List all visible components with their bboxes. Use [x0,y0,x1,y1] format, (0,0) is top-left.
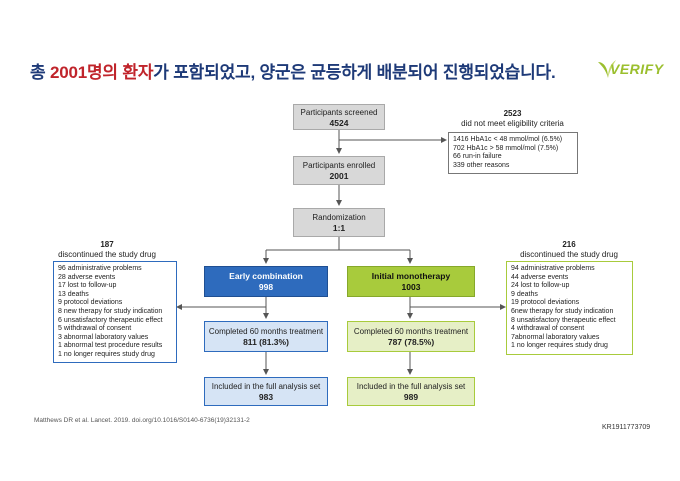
randomization-box: Randomization 1:1 [293,208,385,237]
list-item: 17 lost to follow-up [58,282,117,290]
list-item: 9 deaths [511,290,538,298]
randomization-label: Randomization [312,213,366,222]
list-item: 24 lost to follow-up [511,282,570,290]
screened-label: Participants screened [300,108,378,117]
randomization-ratio: 1:1 [332,223,346,233]
list-item: 702 HbA1c > 58 mmol/mol (7.5%) [453,144,559,152]
participants-screened-box: Participants screened 4524 [293,104,385,130]
left-arm-label: Early combination [229,271,303,281]
right-discontinued-value: 216 [562,240,576,249]
right-discontinued-header: 216 discontinued the study drug [496,240,642,260]
right-completed-label: Completed 60 months treatment [353,327,469,336]
early-combination-arm-box: Early combination 998 [204,266,328,297]
list-item: 94 administrative problems [511,265,595,272]
list-item: 3 abnormal laboratory values [58,333,149,341]
page-title: 총 2001명의 환자가 포함되었고, 양군은 균등하게 배분되어 진행되었습니… [30,58,556,83]
list-item: 44 adverse events [511,273,569,281]
list-item: 28 adverse events [58,273,116,281]
left-completed-box: Completed 60 months treatment 811 (81.3%… [204,321,328,352]
logo-text: VERIFY [610,61,664,77]
list-item: 9 protocol deviations [58,299,123,307]
excluded-value: 2523 [503,109,522,118]
list-item: 5 withdrawal of consent [58,325,132,333]
right-analysis-label: Included in the full analysis set [356,382,466,391]
enrolled-label: Participants enrolled [302,161,376,170]
list-item: 1 no longer requires study drug [511,342,608,350]
citation: Matthews DR et al. Lancet. 2019. doi.org… [34,417,250,424]
document-code: KR1911773709 [602,424,651,431]
left-discontinued-list: 96 administrative problems 28 adverse ev… [53,261,177,363]
title-suffix: 가 포함되었고, 양군은 균등하게 배분되어 진행되었습니다. [153,63,556,82]
list-item: 8 new therapy for study indication [58,307,163,315]
list-item: 13 deaths [58,290,89,298]
list-item: 1 no longer requires study drug [58,350,155,358]
excluded-reasons-list: 1416 HbA1c < 48 mmol/mol (6.5%) 702 HbA1… [448,132,578,174]
excluded-header: 2523 did not meet eligibility criteria [445,109,580,129]
left-analysis-box: Included in the full analysis set 983 [204,377,328,406]
excluded-label: did not meet eligibility criteria [461,119,564,128]
enrolled-value: 2001 [329,171,349,181]
left-discontinued-value: 187 [100,240,114,249]
list-item: 8 unsatisfactory therapeutic effect [511,316,616,324]
list-item: 4 withdrawal of consent [511,325,585,333]
right-completed-box: Completed 60 months treatment 787 (78.5%… [347,321,475,352]
list-item: 6new therapy for study indication [511,307,614,315]
logo-leaf-icon [598,60,616,78]
list-item: 339 other reasons [453,161,510,169]
left-discontinued-label: discontinued the study drug [58,250,156,259]
right-discontinued-label: discontinued the study drug [520,250,618,259]
left-analysis-value: 983 [258,392,274,402]
initial-monotherapy-arm-box: Initial monotherapy 1003 [347,266,475,297]
right-analysis-box: Included in the full analysis set 989 [347,377,475,406]
title-highlight: 2001명의 환자 [49,63,154,82]
list-item: 6 unsatisfactory therapeutic effect [58,316,163,324]
list-item: 66 run-in failure [453,153,502,161]
screened-value: 4524 [329,118,349,128]
verify-logo: VERIFY [596,58,664,80]
left-analysis-label: Included in the full analysis set [211,382,321,391]
right-discontinued-list: 94 administrative problems 44 adverse ev… [506,261,633,355]
list-item: 1416 HbA1c < 48 mmol/mol (6.5%) [453,136,563,143]
left-completed-label: Completed 60 months treatment [208,327,324,336]
right-completed-value: 787 (78.5%) [387,337,435,347]
list-item: 19 protocol deviations [511,299,580,307]
left-discontinued-header: 187 discontinued the study drug [36,240,178,260]
right-analysis-value: 989 [403,392,419,402]
list-item: 1 abnormal test procedure results [58,342,163,350]
list-item: 96 administrative problems [58,265,142,272]
participants-enrolled-box: Participants enrolled 2001 [293,156,385,185]
right-arm-label: Initial monotherapy [371,271,451,281]
title-prefix: 총 [30,63,50,82]
right-arm-value: 1003 [401,282,421,292]
list-item: 7abnormal laboratory values [511,333,600,341]
left-arm-value: 998 [258,282,274,292]
left-completed-value: 811 (81.3%) [243,337,289,347]
